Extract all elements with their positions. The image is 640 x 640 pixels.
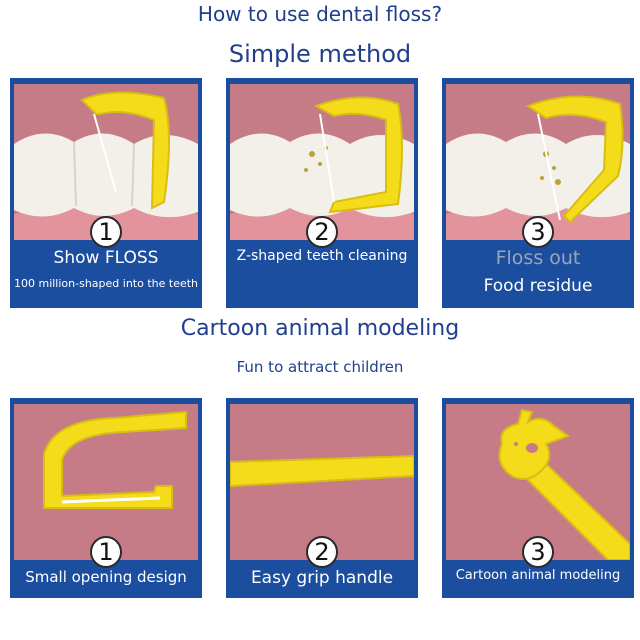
feature-2-panel: 2 Easy grip handle: [226, 398, 418, 598]
feature-number-badge: 2: [306, 536, 338, 568]
page-title: How to use dental floss?: [197, 2, 443, 26]
teeth-floss-image-2: [230, 84, 414, 240]
fun-subheading: Fun to attract children: [236, 358, 404, 376]
feature-caption: Easy grip handle: [250, 568, 394, 588]
step-subcaption: 100 million-shaped into the teeth: [13, 277, 199, 290]
feature-caption: Cartoon animal modeling: [455, 568, 621, 583]
method-step-2-panel: 2 Z-shaped teeth cleaning: [226, 78, 418, 308]
feature-1-panel: 1 Small opening design: [10, 398, 202, 598]
step-caption: Show FLOSS: [53, 248, 159, 268]
cartoon-heading: Cartoon animal modeling: [180, 316, 460, 341]
grip-handle-image: [230, 404, 414, 560]
step-caption-muted: Floss out: [495, 247, 581, 269]
cartoon-animal-image: [446, 404, 630, 560]
step-number-badge: 3: [522, 216, 554, 248]
feature-number-badge: 1: [90, 536, 122, 568]
method-step-1-panel: 1 Show FLOSS 100 million-shaped into the…: [10, 78, 202, 308]
feature-caption: Small opening design: [25, 568, 187, 586]
feature-number-badge: 3: [522, 536, 554, 568]
step-caption: Z-shaped teeth cleaning: [236, 248, 408, 264]
step-number-badge: 1: [90, 216, 122, 248]
simple-method-heading: Simple method: [228, 40, 412, 68]
step-number-badge: 2: [306, 216, 338, 248]
teeth-floss-image-1: [14, 84, 198, 240]
feature-3-panel: 3 Cartoon animal modeling: [442, 398, 634, 598]
step-caption: Food residue: [483, 276, 593, 296]
small-opening-image: [14, 404, 198, 560]
method-step-3-panel: 3 Floss out Food residue: [442, 78, 634, 308]
